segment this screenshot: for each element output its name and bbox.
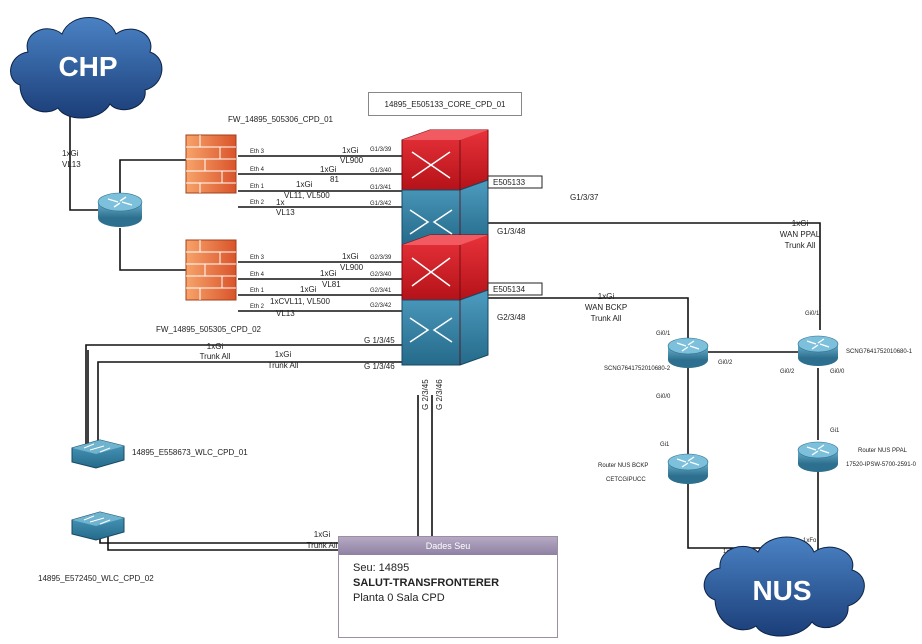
trunk-label: Trunk All: [268, 361, 299, 370]
chp-link-label-2: VL13: [62, 160, 81, 169]
fw2-port-label: Eth 1: [250, 288, 265, 294]
fw2-link-label: 1xGi: [342, 252, 359, 261]
fw2-port-label: Eth 2: [250, 304, 265, 310]
sw1-port-label: G1/3/41: [370, 185, 392, 191]
firewall-1-label: FW_14895_505306_CPD_01: [228, 115, 334, 124]
sw2-port-label: G2/3/39: [370, 255, 392, 261]
router-port-label: Gi1: [660, 442, 670, 448]
router-port-label: Gi0/2: [718, 360, 733, 366]
site-id: Seu: 14895: [353, 562, 410, 574]
wan-bckp-label: 1xGi: [598, 292, 615, 301]
site-info-card: Dades Seu Seu: 14895 SALUT-TRANSFRONTERE…: [338, 536, 558, 638]
trunk-label: 1xGi: [275, 350, 292, 359]
firewall-2-label: FW_14895_505305_CPD_02: [156, 325, 262, 334]
router-port-label: Gi0/0: [656, 394, 671, 400]
fw2-link-label: 1xCVL11, VL500: [270, 297, 330, 306]
firewall-2[interactable]: [185, 239, 237, 301]
wan-bckp-label: Trunk All: [591, 314, 622, 323]
site-location: Planta 0 Sala CPD: [353, 592, 445, 604]
wlc-2-label: 14895_E572450_WLC_CPD_02: [38, 574, 154, 583]
trunk-label: 1xGi: [207, 342, 224, 351]
fw1-link-label: 1xGi: [320, 165, 337, 174]
router-2-name: SCNG7641752010680-2: [604, 366, 671, 372]
sw2-port-label: G2/3/42: [370, 303, 392, 309]
wan-ppal-label: WAN PPAL: [780, 230, 821, 239]
fw2-port-label: Eth 4: [250, 272, 265, 278]
edge-router[interactable]: [97, 192, 143, 227]
chp-cloud: CHP: [10, 17, 163, 119]
fw2-link-label: 1xGi: [300, 285, 317, 294]
fw1-port-label: Eth 4: [250, 167, 265, 173]
fw2-link-label: VL13: [276, 309, 295, 318]
firewall-1[interactable]: [185, 134, 237, 194]
port-label: G 1/3/45: [364, 336, 395, 345]
port-label: G2/3/48: [497, 313, 526, 322]
nus-cloud: NUS: [703, 536, 865, 637]
fw1-link-label: 1x: [276, 198, 284, 207]
router-nus-bckp-name: CETCGIPUCC: [606, 477, 646, 483]
core-switch-1[interactable]: E505133: [401, 129, 543, 246]
router-nus-ppal[interactable]: [797, 441, 839, 472]
fw1-port-label: Eth 2: [250, 200, 265, 206]
fw1-link-label: VL900: [340, 156, 364, 165]
sw1-port-label: G1/3/42: [370, 201, 392, 207]
fiber-label: 1xFo: [803, 538, 817, 544]
site-info-body: Seu: 14895 SALUT-TRANSFRONTERER Planta 0…: [339, 555, 557, 612]
port-label: G1/3/37: [570, 193, 599, 202]
router-nus-bckp[interactable]: [667, 453, 709, 484]
wlc-1[interactable]: [71, 439, 125, 469]
router-1-name: SCNG7641752010680-1: [846, 349, 913, 355]
fw1-port-label: Eth 3: [250, 149, 265, 155]
fw2-link-label: 1xGi: [320, 269, 337, 278]
core-title-box: 14895_E505133_CORE_CPD_01: [368, 92, 522, 116]
core-switch-2-label: E505134: [493, 285, 526, 294]
router-port-label: Gi0/2: [780, 369, 795, 375]
router-port-label: Gi1: [830, 428, 840, 434]
chp-link-label-1: 1xGi: [62, 149, 79, 158]
core-switch-2[interactable]: E505134: [401, 234, 543, 366]
trunk-label: Trunk All: [200, 352, 231, 361]
router-port-label: Gi0/0: [830, 369, 845, 375]
fw2-link-label: VL900: [340, 263, 364, 272]
port-label: G 2/3/45: [421, 379, 430, 410]
fw1-link-label: 81: [330, 175, 339, 184]
router-2[interactable]: [667, 337, 709, 368]
fw2-link-label: VL81: [322, 280, 341, 289]
sw2-port-label: G2/3/41: [370, 288, 392, 294]
wan-ppal-label: 1xGi: [792, 219, 809, 228]
sw1-port-label: G1/3/39: [370, 147, 392, 153]
router-nus-ppal-name: 17520-IPSW-5700-2591-0: [846, 462, 917, 468]
port-label: G1/3/48: [497, 227, 526, 236]
trunk-label: 1xGi: [314, 530, 331, 539]
fw1-port-label: Eth 1: [250, 184, 265, 190]
core-switch-1-label: E505133: [493, 178, 526, 187]
sw2-port-label: G2/3/40: [370, 272, 392, 278]
wlc-1-label: 14895_E558673_WLC_CPD_01: [132, 448, 248, 457]
port-label: G 2/3/46: [435, 379, 444, 410]
router-1[interactable]: [797, 335, 839, 366]
chp-cloud-label: CHP: [58, 51, 117, 82]
fw1-link-label: 1xGi: [342, 146, 359, 155]
wan-ppal-label: Trunk All: [785, 241, 816, 250]
site-info-header: Dades Seu: [339, 537, 557, 555]
port-label: G 1/3/46: [364, 362, 395, 371]
router-nus-ppal-name: Router NUS PPAL: [858, 448, 908, 454]
fw2-port-label: Eth 3: [250, 255, 265, 261]
wlc-2[interactable]: [71, 511, 125, 541]
fw1-link-label: 1xGi: [296, 180, 313, 189]
router-port-label: Gi0/1: [805, 311, 820, 317]
fw1-link-label: VL13: [276, 208, 295, 217]
wan-bckp-label: WAN BCKP: [585, 303, 627, 312]
fw1-link-label: VL11, VL500: [284, 191, 330, 200]
router-port-label: Gi0/1: [656, 331, 671, 337]
router-nus-bckp-name: Router NUS BCKP: [598, 463, 648, 469]
trunk-label: Trunk All: [307, 541, 338, 550]
site-name: SALUT-TRANSFRONTERER: [353, 577, 500, 589]
sw1-port-label: G1/3/40: [370, 168, 392, 174]
nus-cloud-label: NUS: [752, 575, 811, 606]
